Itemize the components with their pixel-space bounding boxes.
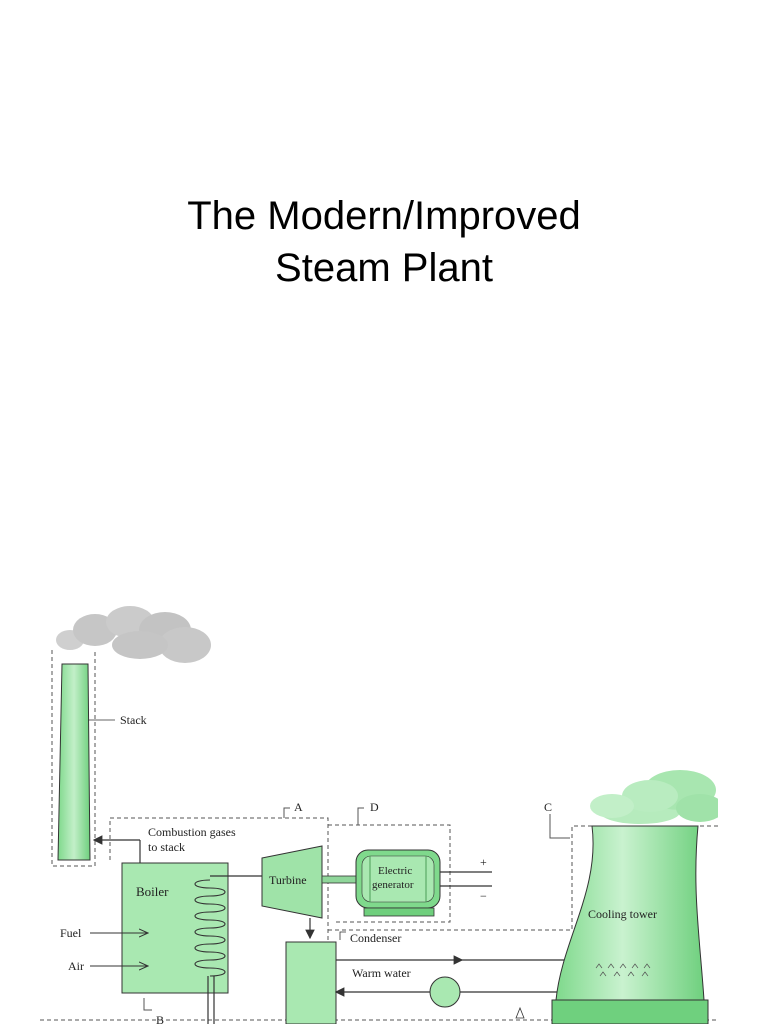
label-a: A xyxy=(294,800,303,814)
pump xyxy=(429,976,461,1008)
title-line-2: Steam Plant xyxy=(275,246,493,290)
steam-line xyxy=(207,875,262,1024)
label-generator-2: generator xyxy=(372,879,414,891)
label-warm-water: Warm water xyxy=(352,966,411,980)
turbine: Turbine xyxy=(261,845,323,940)
stack-boundary xyxy=(51,650,96,867)
stack: Stack xyxy=(57,663,147,861)
label-generator-1: Electric xyxy=(378,865,412,877)
label-air: Air xyxy=(68,959,84,973)
label-cooling-tower: Cooling tower xyxy=(588,907,657,921)
title-line-1: The Modern/Improved xyxy=(187,194,581,238)
boiler-coil xyxy=(194,879,226,977)
cooling-tower: Cooling tower xyxy=(551,825,709,1024)
stack-smoke xyxy=(56,606,211,663)
label-boiler: Boiler xyxy=(136,884,169,899)
combustion-gas-flow: Combustion gases to stack xyxy=(92,825,236,863)
label-turbine: Turbine xyxy=(269,873,307,887)
label-condenser: Condenser xyxy=(350,931,401,945)
fuel-air-inputs: Fuel Air xyxy=(60,926,148,973)
label-b: B xyxy=(156,1013,164,1024)
cooling-tower-vapor xyxy=(590,770,718,824)
diagram-svg: Stack A B D C xyxy=(40,606,718,1024)
slide-title: The Modern/Improved Steam Plant xyxy=(0,190,768,294)
spray-nozzles xyxy=(595,963,651,977)
label-plus: + xyxy=(480,855,487,869)
label-combustion-2: to stack xyxy=(148,840,185,854)
turbine-shaft xyxy=(321,875,357,884)
label-minus: − xyxy=(480,889,487,903)
boiler: Boiler xyxy=(121,862,229,994)
label-d: D xyxy=(370,800,379,814)
label-c: C xyxy=(544,800,552,814)
label-combustion-1: Combustion gases xyxy=(148,825,236,839)
steam-plant-diagram: Stack A B D C xyxy=(40,600,718,1024)
label-stack: Stack xyxy=(120,713,147,727)
electric-generator: Electric generator + − xyxy=(355,849,492,917)
label-fuel: Fuel xyxy=(60,926,82,940)
valve-icon xyxy=(515,1006,525,1019)
